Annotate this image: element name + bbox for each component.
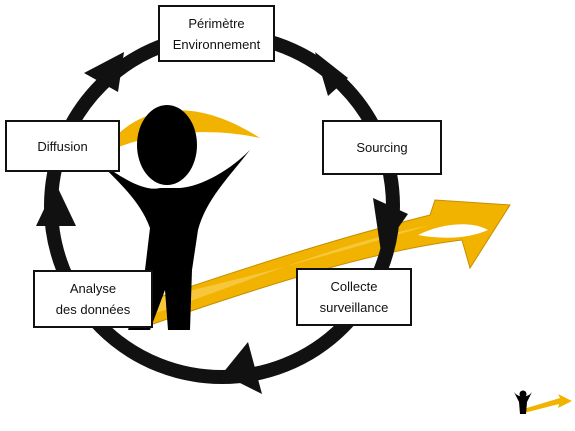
arrowhead-right-icon <box>373 198 408 252</box>
yellow-arrow-icon <box>149 199 511 326</box>
step-diffusion-label: Diffusion <box>37 138 88 154</box>
step-collecte-line2: surveillance <box>319 300 389 315</box>
step-perimetre-line2: Environnement <box>172 36 261 52</box>
step-analyse-line1: Analyse <box>69 281 117 296</box>
cycle-ring-icon <box>36 28 408 394</box>
step-collecte-line1: Collecte <box>330 279 378 294</box>
step-perimetre-line1: Périmètre <box>188 15 245 31</box>
arrowhead-top-left-icon <box>84 52 124 92</box>
step-analyse-box: Analyse des données <box>33 270 153 328</box>
step-diffusion-box: Diffusion <box>5 120 120 172</box>
step-collecte-box: Collecte surveillance <box>296 268 412 326</box>
step-sourcing-label: Sourcing <box>356 140 408 155</box>
person-arrow-logo-icon <box>514 390 572 414</box>
arrowhead-left-icon <box>36 184 76 226</box>
step-sourcing-box: Sourcing <box>322 120 442 175</box>
step-analyse-line2: des données <box>55 302 131 317</box>
arrowhead-top-right-icon <box>315 52 348 96</box>
person-arms-raised-icon <box>95 105 250 330</box>
step-perimetre-box: Périmètre Environnement <box>158 5 275 62</box>
arrowhead-bottom-icon <box>222 342 262 394</box>
